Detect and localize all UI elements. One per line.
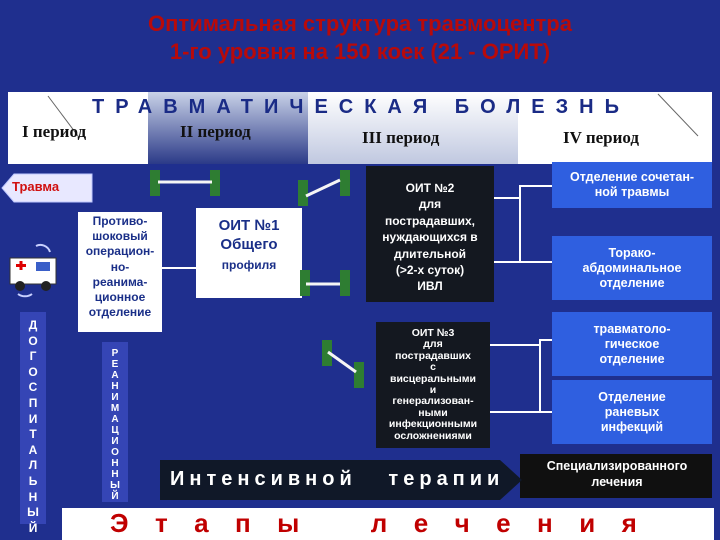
period-band	[8, 92, 712, 164]
page-title: Оптимальная структура травмоцентра 1-го …	[148, 11, 572, 64]
resus-vertical-box	[102, 342, 128, 502]
dept-traumatology: травматоло- гическое отделение	[552, 312, 712, 376]
disease-banner: ТРАВМАТИЧЕСКАЯ БОЛЕЗНЬ	[92, 96, 630, 118]
specialized-band	[520, 454, 712, 498]
resus-vertical-text: Р Е А Н И М А Ц И О Н Н Ы Й	[102, 348, 128, 502]
icu1-title: ОИТ №1 Общего	[218, 217, 280, 253]
icu1-sub: профиля	[221, 258, 277, 272]
ambulance-icon	[9, 243, 57, 298]
specialized-label: Специализированного лечения	[546, 459, 688, 489]
period-4: IV период	[563, 128, 640, 147]
dept-combined-trauma: Отделение сочетан- ной травмы	[552, 162, 712, 208]
vchar: Д О Г О С П И Т А Л Ь Н Ы Й	[27, 318, 39, 535]
intensive-therapy-label: Интенсивной терапии	[170, 468, 505, 490]
icu2-box: ОИТ №2 для пострадавших, нуждающихся в д…	[366, 166, 494, 302]
period-band-seg-4	[518, 92, 712, 164]
icu3-box: ОИТ №3 для пострадавших с висцеральными …	[376, 322, 490, 448]
trauma-label: Травма	[12, 179, 60, 194]
trauma-arrow-icon	[1, 173, 93, 203]
dept-wound-infections: Отделение раневых инфекций	[552, 380, 712, 444]
period-band-seg-3	[308, 92, 518, 164]
period-band-seg-2	[148, 92, 308, 164]
stages-band	[62, 508, 714, 540]
period-2: II период	[180, 122, 251, 141]
treatment-stages-label: Э т а п ы л е ч е н и я	[110, 508, 641, 538]
period-1: I период	[22, 122, 87, 141]
prehospital-box	[20, 312, 46, 524]
prehospital-vertical-text: Д О Г О С П И Т А Л Ь Н Ы Й	[20, 318, 46, 536]
dept-thoracoabdominal: Торако- абдоминальное отделение	[552, 236, 712, 300]
icu1-box: ОИТ №1 Общего профиля	[196, 208, 302, 298]
period-3: III период	[362, 128, 440, 147]
period-band-seg-1	[8, 92, 148, 164]
vchar: Р Е А Н И М А Ц И О Н Н Ы Й	[110, 348, 120, 502]
intensive-arrow	[160, 460, 522, 500]
band-decor	[47, 93, 699, 137]
antishock-resus-dept: Противо- шоковый операцион- но- реанима-…	[78, 212, 162, 332]
